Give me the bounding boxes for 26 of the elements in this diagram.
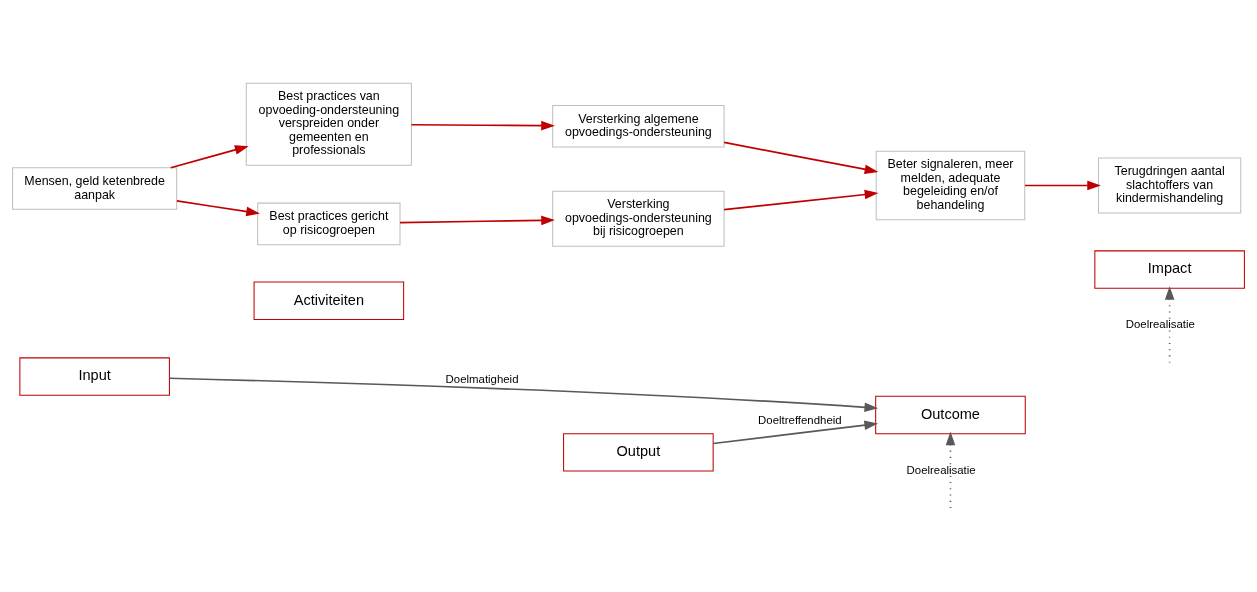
node-box: Input <box>19 357 170 396</box>
node-box: Best practices gericht op risicogroepen <box>257 202 401 246</box>
node-box: Impact <box>1094 250 1245 289</box>
node-box: Beter signaleren, meer melden, adequate begeleiding en/of behandeling <box>875 150 1026 221</box>
edge-label: Doelrealisatie <box>1125 318 1195 331</box>
node-box: Best practices van opvoeding-ondersteuning verspreiden onder gemeenten en professionals <box>245 82 412 166</box>
node-box: Versterking algemene opvoedings-ondersteuning <box>552 104 725 148</box>
arrow <box>945 431 956 509</box>
arrow <box>176 200 260 217</box>
node-box: Mensen, geld ketenbrede aanpak <box>12 167 178 210</box>
arrow <box>410 120 555 131</box>
arrow <box>723 189 879 211</box>
node-box: Outcome <box>875 395 1026 435</box>
arrow <box>399 215 555 226</box>
node-box: Terugdringen aantal slachtoffers van kindermishandeling <box>1097 157 1242 214</box>
edge-label: Doelmatigheid <box>445 372 519 385</box>
arrow <box>169 145 249 169</box>
node-box: Output <box>563 433 714 472</box>
arrow <box>1024 180 1101 191</box>
arrow <box>712 420 879 445</box>
arrow <box>168 377 879 413</box>
node-box: Activiteiten <box>253 281 405 320</box>
edge-label: Doeltreffendheid <box>758 414 842 427</box>
edge-label: Doelrealisatie <box>906 463 976 476</box>
arrow <box>723 141 879 175</box>
node-box: Versterking opvoedings-ondersteuning bij risicogroepen <box>552 190 725 247</box>
